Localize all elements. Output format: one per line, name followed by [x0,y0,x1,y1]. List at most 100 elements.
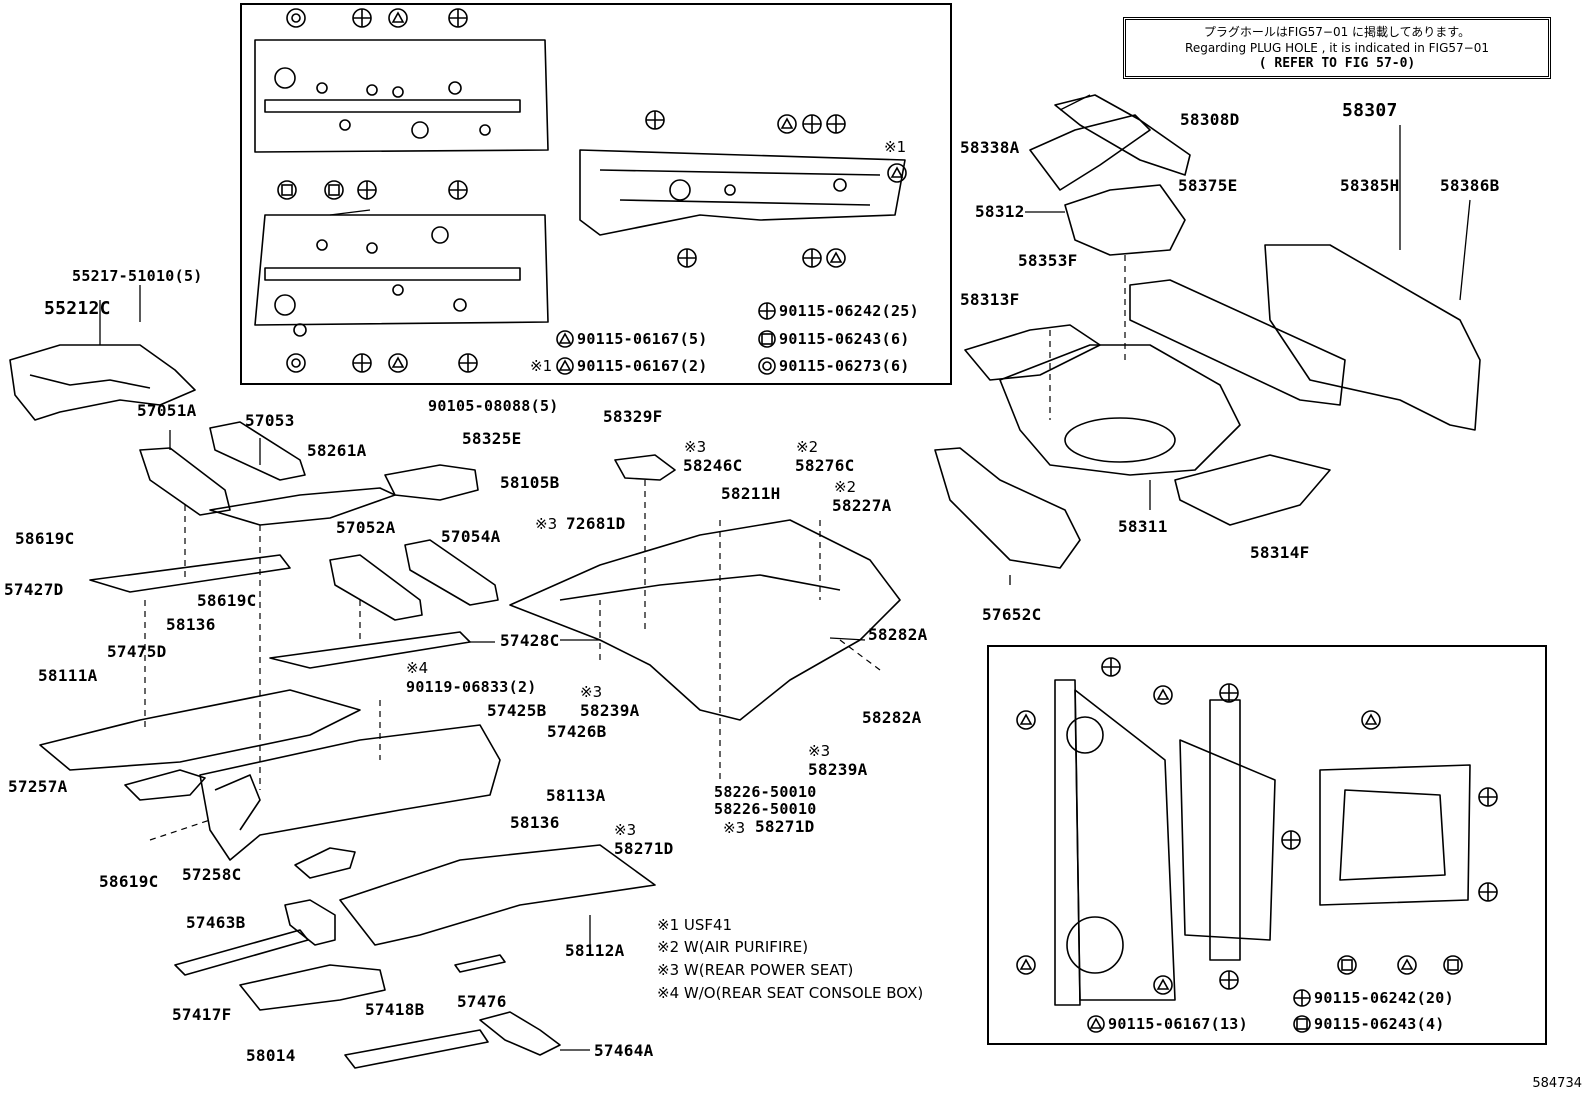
label-58282A-2: 58282A [862,708,922,727]
part-57464A [479,1011,561,1056]
inset-panel-top [240,3,952,385]
part-57417F [174,929,309,976]
plus-circle-symbol-bottom [1293,989,1311,1007]
label-57054A: 57054A [441,527,501,546]
note-line-english: Regarding PLUG HOLE , it is indicated in… [1185,41,1489,55]
marker-note3-c: ※3 [580,683,603,701]
part-58308D [1054,94,1191,176]
triangle-circle-symbol-top-m1 [556,357,574,375]
label-58619C-3: 58619C [99,872,159,891]
inset-panel-bottom [987,645,1547,1045]
legend-top-square-text: 90115-06243(6) [779,330,910,348]
part-58375E [1129,279,1346,406]
label-55217-51010: 55217-51010(5) [72,267,203,285]
label-55212C: 55212C [44,298,111,319]
label-58211H: 58211H [721,484,781,503]
part-57476 [454,954,506,973]
label-57476: 57476 [457,992,507,1011]
marker-note3-b: ※3 [535,515,558,533]
footnote-4: ※4 W/O(REAR SEAT CONSOLE BOX) [657,984,924,1002]
triangle-circle-symbol-top [556,330,574,348]
label-58329F: 58329F [603,407,663,426]
part-57418B [344,1029,489,1069]
legend-bottom-triangle-text: 90115-06167(13) [1108,1015,1248,1033]
part-57257A [124,769,206,801]
label-58312: 58312 [975,202,1025,221]
legend-top-plus-text: 90115-06242(25) [779,302,919,320]
label-58136-2: 58136 [510,813,560,832]
part-58111A [39,689,361,771]
label-58282A-1: 58282A [868,625,928,644]
part-55212C [9,344,196,421]
inset-floor-side-view [579,149,906,236]
label-57652C: 57652C [982,605,1042,624]
inset-rear-body-views [1054,679,1471,1006]
marker-note2-b: ※2 [834,478,857,496]
inset-floor-top-view [254,39,549,337]
footnote-1: ※1 USF41 [657,916,733,934]
legend-bottom-square-text: 90115-06243(4) [1314,1015,1445,1033]
part-58211H [509,519,901,721]
label-58113A: 58113A [546,786,606,805]
label-58276C: 58276C [795,456,855,475]
legend-top-ring-text: 90115-06273(6) [779,357,910,375]
label-58105B: 58105B [500,473,560,492]
label-57258C: 57258C [182,865,242,884]
label-57257A: 57257A [8,777,68,796]
footnote-2: ※2 W(AIR PURIFIRE) [657,938,809,956]
part-57258C [294,847,356,879]
marker-note1: ※1 [884,138,907,156]
part-58307 [1264,244,1481,431]
part-58314F [1174,454,1331,526]
label-58619C-2: 58619C [197,591,257,610]
part-57427D [89,554,291,593]
label-58325E: 58325E [462,429,522,448]
part-58312 [1064,184,1186,256]
label-90105-08088: 90105-08088(5) [428,397,559,415]
legend-top-m1-prefix: ※1 [530,357,553,375]
label-57475D: 57475D [107,642,167,661]
label-57464A: 57464A [594,1041,654,1060]
label-57425B: 57425B [487,701,547,720]
marker-note2-a: ※2 [796,438,819,456]
plus-circle-symbol-top [758,302,776,320]
marker-note3-a: ※3 [684,438,707,456]
label-57052A: 57052A [336,518,396,537]
part-57428C [269,631,471,669]
part-58113A [199,724,501,861]
label-58307: 58307 [1342,100,1398,121]
label-58619C-1: 58619C [15,529,75,548]
note-line-japanese: プラグホールはFIG57−01 に掲載してあります。 [1203,25,1471,39]
label-58271D-2: 58271D [755,817,815,836]
label-58313F: 58313F [960,290,1020,309]
label-58136-1: 58136 [166,615,216,634]
label-57051A: 57051A [137,401,197,420]
square-circle-symbol-bottom [1293,1015,1311,1033]
label-57463B: 57463B [186,913,246,932]
part-58014 [239,964,386,1011]
label-57427D: 57427D [4,580,64,599]
part-58329F [614,454,676,481]
marker-note3-f: ※3 [723,819,746,837]
label-58308D: 58308D [1180,110,1240,129]
plug-hole-reference-note: プラグホールはFIG57−01 に掲載してあります。 Regarding PLU… [1123,17,1551,79]
label-58353F: 58353F [1018,251,1078,270]
label-58338A: 58338A [960,138,1020,157]
label-58239A-1: 58239A [580,701,640,720]
label-57417F: 57417F [172,1005,232,1024]
dashed-lines [144,255,1126,841]
note-line-refer: ( REFER TO FIG 57-0) [1258,56,1416,71]
label-58014: 58014 [246,1046,296,1065]
label-57426B: 57426B [547,722,607,741]
label-58375E: 58375E [1178,176,1238,195]
marker-note3-d: ※3 [808,742,831,760]
triangle-circle-symbol-bottom [1087,1015,1105,1033]
square-circle-symbol-top [758,330,776,348]
label-58226-50010-a: 58226-50010 [714,783,817,801]
part-57652C [934,447,1081,569]
inset-fastener-symbols [277,8,1498,995]
ring-circle-symbol-top [758,357,776,375]
label-58261A: 58261A [307,441,367,460]
label-58246C: 58246C [683,456,743,475]
